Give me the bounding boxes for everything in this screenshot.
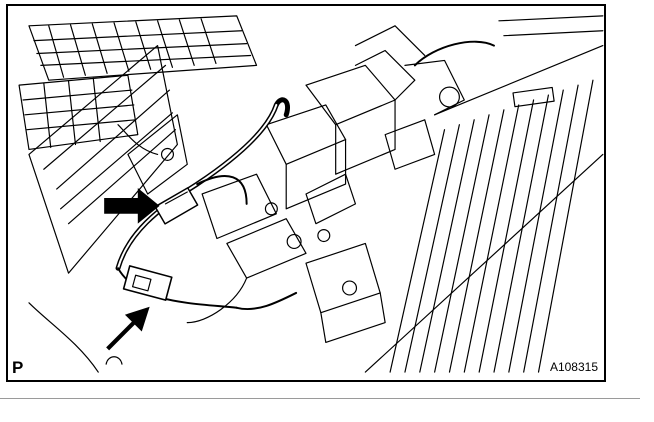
figure-id: A108315 bbox=[549, 360, 598, 374]
engine-bay-line-drawing bbox=[18, 15, 604, 373]
view-label: P bbox=[12, 358, 24, 377]
ribbed-tray bbox=[364, 15, 604, 373]
arrow-lower bbox=[106, 306, 150, 351]
lower-connector bbox=[122, 265, 173, 301]
illustration-frame: P A108315 bbox=[6, 4, 606, 382]
shroud-panel bbox=[28, 44, 188, 274]
grille-fins bbox=[18, 15, 258, 151]
secondary-wires bbox=[117, 40, 495, 311]
grommet bbox=[28, 302, 123, 373]
arrow-upper bbox=[104, 188, 160, 224]
relay-block bbox=[265, 25, 465, 225]
upper-connector bbox=[154, 187, 199, 225]
page-divider bbox=[0, 398, 640, 399]
